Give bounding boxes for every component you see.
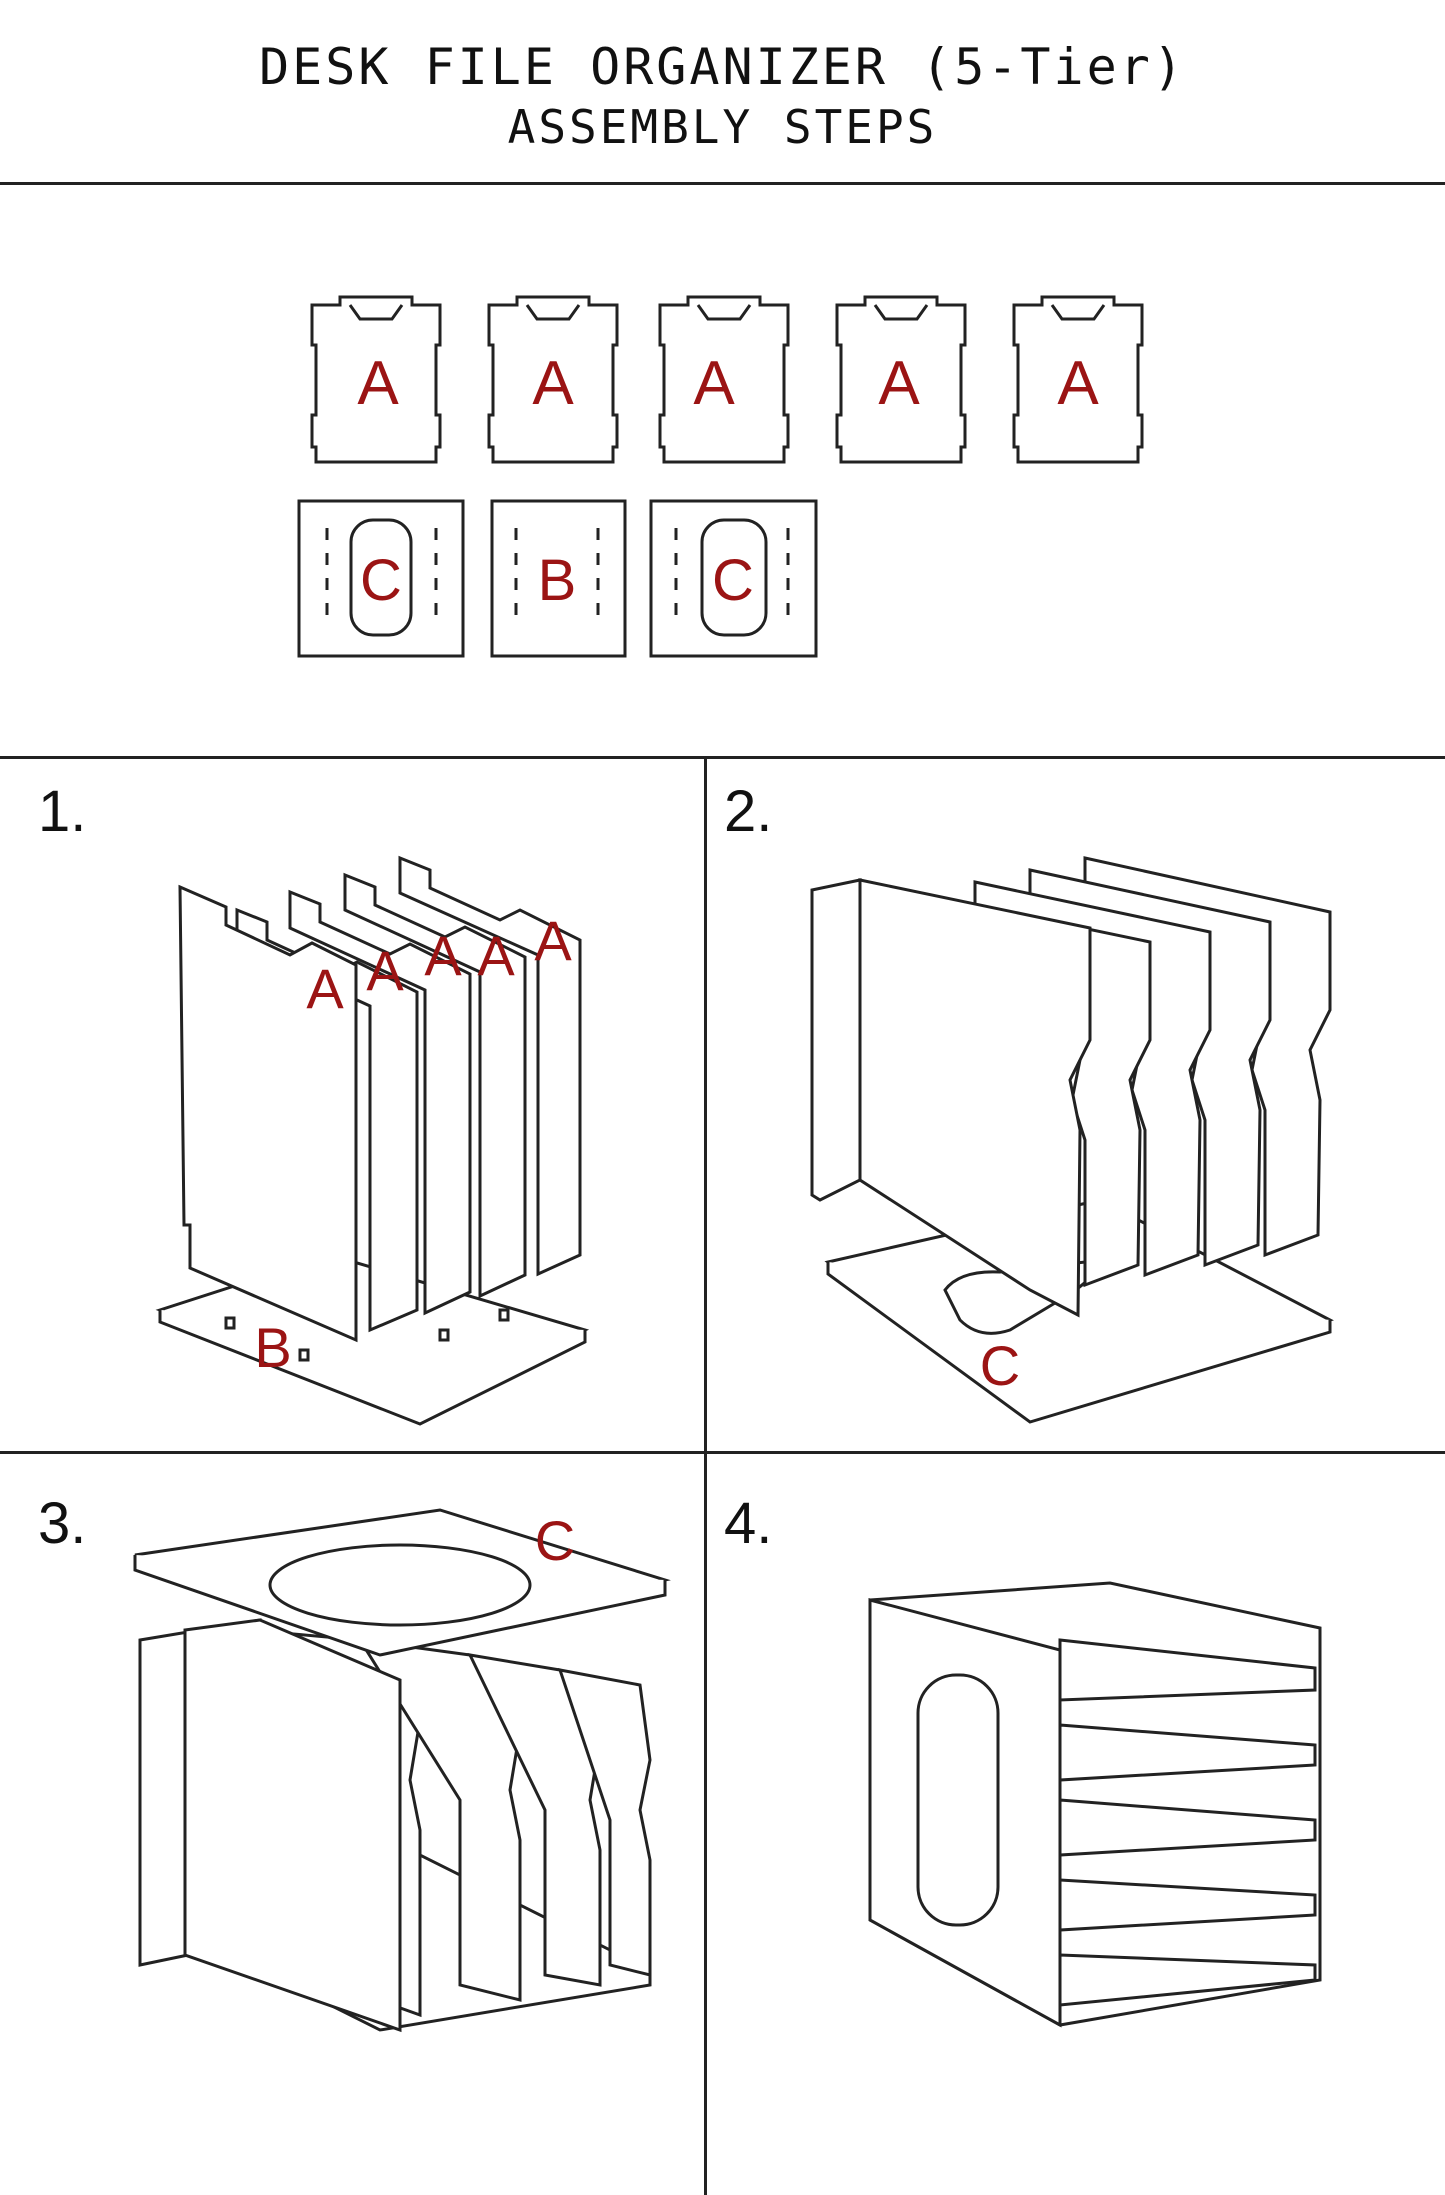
slot-marks <box>325 528 790 615</box>
step2-illustration <box>810 856 1334 1424</box>
step3-illustration <box>133 1508 671 2033</box>
step1-label-a: A <box>424 924 462 987</box>
step2-label-c: C <box>980 1334 1020 1397</box>
step-number: 1. <box>38 779 87 844</box>
steps-column-divider <box>704 756 707 2195</box>
parts-divider <box>0 756 1445 759</box>
parts-base-row <box>297 499 818 658</box>
step1-label-a: A <box>477 924 515 987</box>
part-a-label: A <box>1057 349 1099 418</box>
steps-row-divider <box>0 1451 1445 1454</box>
document-title: DESK FILE ORGANIZER (5-Tier) <box>259 38 1186 96</box>
part-a-label: A <box>532 349 574 418</box>
part-a-label: A <box>878 349 920 418</box>
header-divider <box>0 182 1445 185</box>
step4-illustration <box>868 1581 1322 2028</box>
step1-holes <box>224 1308 510 1362</box>
part-c-label: C <box>712 548 754 613</box>
step-number: 2. <box>724 779 773 844</box>
part-b-label: B <box>538 548 577 613</box>
step-number: 4. <box>724 1491 773 1556</box>
part-a-label: A <box>693 349 735 418</box>
document-subtitle: ASSEMBLY STEPS <box>507 100 938 154</box>
step1-label-a: A <box>306 957 344 1020</box>
step1-illustration <box>155 855 590 1426</box>
step1-label-a: A <box>366 939 404 1002</box>
step1-label-b: B <box>254 1316 291 1379</box>
step3-label-c: C <box>535 1509 575 1572</box>
step1-label-a: A <box>534 909 572 972</box>
step-number: 3. <box>38 1491 87 1556</box>
part-c-label: C <box>360 548 402 613</box>
part-a-label: A <box>357 349 399 418</box>
